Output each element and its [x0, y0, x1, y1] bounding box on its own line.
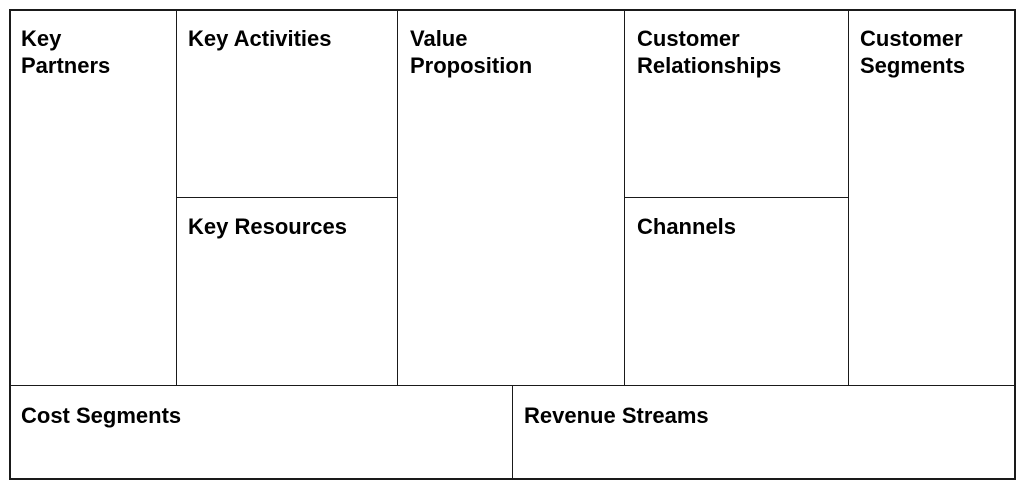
- customer-segments-title: Customer Segments: [860, 26, 966, 78]
- key-partners-block: Key Partners: [9, 9, 177, 386]
- cost-segments-title: Cost Segments: [21, 403, 182, 428]
- customer-relationships-block: Customer Relationships: [624, 9, 849, 198]
- cost-segments-block: Cost Segments: [9, 385, 513, 480]
- channels-block: Channels: [624, 197, 849, 386]
- key-activities-block: Key Activities: [176, 9, 398, 198]
- value-proposition-block: Value Proposition: [397, 9, 625, 386]
- key-partners-title: Key Partners: [21, 26, 111, 78]
- revenue-streams-block: Revenue Streams: [512, 385, 1016, 480]
- channels-title: Channels: [637, 214, 737, 239]
- value-proposition-title: Value Proposition: [410, 26, 533, 78]
- customer-relationships-title: Customer Relationships: [637, 26, 782, 78]
- key-resources-title: Key Resources: [188, 214, 347, 239]
- key-resources-block: Key Resources: [176, 197, 398, 386]
- customer-segments-block: Customer Segments: [848, 9, 1016, 386]
- revenue-streams-title: Revenue Streams: [524, 403, 709, 428]
- key-activities-title: Key Activities: [188, 26, 332, 51]
